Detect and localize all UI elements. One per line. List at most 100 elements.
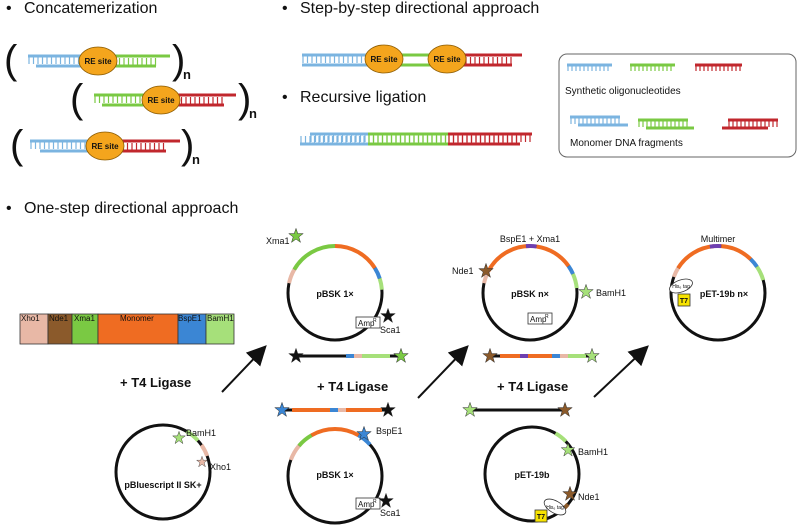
concatemer-blue-red: RE site xyxy=(30,131,180,161)
insert-bar-4 xyxy=(462,402,573,417)
arrow-1 xyxy=(221,345,267,393)
pet19bn-t7-label: T7 xyxy=(680,298,688,305)
insert-bar-2 xyxy=(274,402,396,417)
stepwise-red-top xyxy=(445,53,522,57)
pbsk1-top-name: pBSK 1× xyxy=(316,289,353,299)
pbskn-name: pBSK n× xyxy=(511,289,549,299)
t7-box xyxy=(677,293,691,307)
bamh1-star-icon xyxy=(462,402,478,417)
svg-text:•: • xyxy=(6,200,12,217)
recursive-fragment xyxy=(300,132,532,146)
concat2-re-site xyxy=(141,85,181,115)
pbsk1-bspe-segment xyxy=(373,267,382,280)
insert-bar-3 xyxy=(482,348,600,363)
re-site-label: RE site xyxy=(91,142,119,151)
legend-box: Synthetic oligonucleotides Monomer DNA f… xyxy=(558,53,797,158)
pbsk1-monomer-segment xyxy=(334,244,377,270)
bamh1-star-icon xyxy=(584,348,600,363)
legend-frag-red-bottom xyxy=(722,126,768,130)
svg-text:Concatemerization: Concatemerization xyxy=(24,0,157,17)
svg-text:•: • xyxy=(282,89,288,106)
pbskn-bamh1-label: BamH1 xyxy=(596,288,626,298)
bluescript-bamh1-label: BamH1 xyxy=(186,428,216,438)
construct-label-monomer: Monomer xyxy=(120,314,154,323)
svg-text:R: R xyxy=(373,318,377,324)
subscript-n-3: n xyxy=(192,152,200,167)
bamh1-star-icon xyxy=(578,284,594,299)
pbsk1b-monomer-segment xyxy=(310,427,360,438)
concat1-re-site xyxy=(78,46,118,76)
legend-fragment-icons xyxy=(570,115,778,130)
svg-text:Amp: Amp xyxy=(530,315,547,324)
paren-open-1: ( xyxy=(4,38,18,82)
svg-text:Amp: Amp xyxy=(358,500,375,509)
bamh1-star-icon xyxy=(560,442,576,457)
t4-ligase-label-3: + T4 Ligase xyxy=(497,379,568,394)
stepwise-blue-top xyxy=(302,53,375,63)
subscript-n-1: n xyxy=(183,67,191,82)
svg-text:Recursive ligation: Recursive ligation xyxy=(300,89,426,106)
subscript-n-2: n xyxy=(249,106,257,121)
recursive-red-bottom xyxy=(448,136,520,146)
pet19b-name: pET-19b xyxy=(514,470,550,480)
concat3-red-top xyxy=(100,139,180,143)
segment-bspe1 xyxy=(177,313,207,345)
stepwise-blue-bottom xyxy=(302,63,378,67)
construct-label-xho1: Xho1 xyxy=(21,314,40,323)
legend-frag-green-top xyxy=(638,118,688,127)
concatemer-green-red: RE site xyxy=(94,85,236,115)
insert-bars xyxy=(274,348,600,417)
header-recursive: • Recursive ligation xyxy=(282,89,426,106)
concatemer-blue-green: RE site xyxy=(28,46,170,76)
pbskn-monomer-segment-1 xyxy=(486,244,531,272)
his-tag-oval xyxy=(543,498,567,516)
concat3-re-site xyxy=(85,131,125,161)
stepwise-re-site-1 xyxy=(364,44,404,74)
pbskn-top-label: BspE1 + Xma1 xyxy=(500,234,560,244)
svg-text:Amp: Amp xyxy=(358,319,375,328)
legend-frag-blue-bottom xyxy=(578,123,628,127)
concat1-green-top xyxy=(92,54,170,58)
stepwise-re-site-2 xyxy=(427,44,467,74)
pet19b-t7-label: T7 xyxy=(537,514,545,521)
segment-bamh1 xyxy=(205,313,235,345)
svg-text:R: R xyxy=(373,499,377,505)
pbsk1-top-xma1-label: Xma1 xyxy=(266,236,290,246)
petn-monomer-segment-1 xyxy=(676,244,715,270)
legend-frag-blue-top xyxy=(570,115,620,124)
bamh1-star-icon xyxy=(172,431,186,444)
sca1-star-icon xyxy=(380,402,396,417)
construct-label-bspe1: BspE1 xyxy=(178,314,202,323)
pbsk1-xma-segment xyxy=(292,244,336,271)
linear-construct: Xho1 Nde1 Xma1 Monomer BspE1 BamH1 xyxy=(19,313,235,345)
pet19bn-his-tag-label: His₆ tag xyxy=(672,284,690,290)
concat2-green-bottom xyxy=(102,103,158,107)
legend-oligo-blue xyxy=(567,63,612,71)
pet-bamh-segment xyxy=(554,431,568,443)
svg-text:•: • xyxy=(282,0,288,17)
paren-open-2: ( xyxy=(70,77,84,121)
construct-label-xma1: Xma1 xyxy=(74,314,95,323)
his-tag-oval xyxy=(669,278,693,294)
bspe1-star-icon xyxy=(274,402,290,417)
paren-close-2: ) xyxy=(238,77,251,121)
svg-text:Step-by-step directional appro: Step-by-step directional approach xyxy=(300,0,539,17)
construct-label-nde1: Nde1 xyxy=(49,314,69,323)
pbskn-monomer-segment-2 xyxy=(536,244,571,268)
svg-text:•: • xyxy=(6,0,12,17)
petn-monomer-segment-2 xyxy=(721,244,753,261)
concat1-blue-bottom xyxy=(36,64,96,68)
pbskn-bspe-segment xyxy=(566,264,575,275)
nde1-star-icon xyxy=(557,402,573,417)
legend-oligo-red xyxy=(695,63,742,71)
petn-bspe-segment xyxy=(749,257,759,268)
